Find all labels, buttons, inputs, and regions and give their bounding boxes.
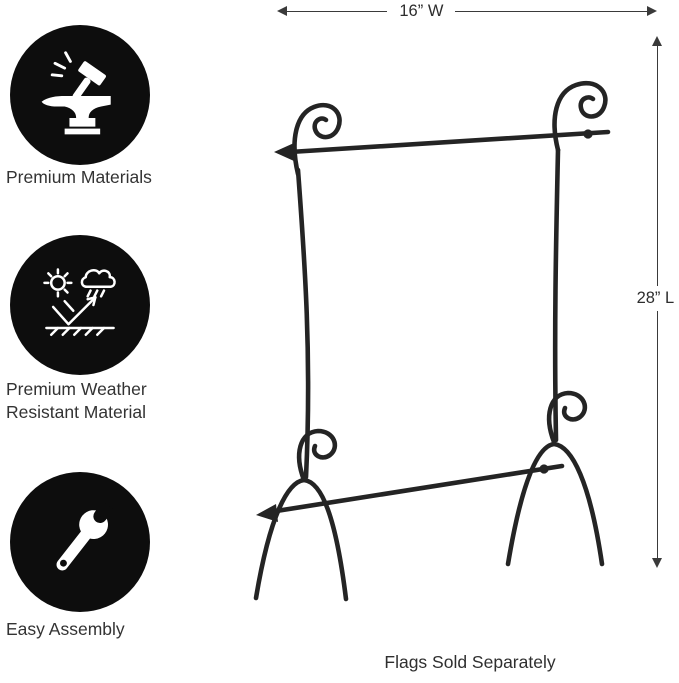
arrow-right-icon: [647, 6, 657, 16]
arrow-down-icon: [652, 558, 663, 568]
width-dimension-label: 16” W: [387, 2, 456, 21]
weather-resistant-icon: [43, 268, 116, 337]
length-dimension-arrow: 28” L: [633, 36, 678, 568]
dimension-line: [284, 11, 650, 12]
width-dimension-arrow: 16” W: [277, 2, 657, 21]
wrench-icon: [56, 501, 114, 571]
arrow-left-icon: [277, 6, 287, 16]
feature-badge-premium-materials: [10, 25, 150, 165]
feature-badge-weather-resistant: [10, 235, 150, 375]
anvil-hammer-icon: [41, 51, 111, 135]
feature-badge-easy-assembly: [10, 472, 150, 612]
arrow-up-icon: [652, 36, 663, 46]
feature-label: Premium Weather Resistant Material: [6, 379, 147, 422]
footnote: Flags Sold Separately: [384, 652, 556, 672]
flag-stand-illustration: [253, 81, 611, 602]
length-dimension-label: 28” L: [633, 286, 678, 311]
feature-label: Easy Assembly: [6, 619, 125, 639]
feature-label: Premium Materials: [6, 167, 152, 187]
